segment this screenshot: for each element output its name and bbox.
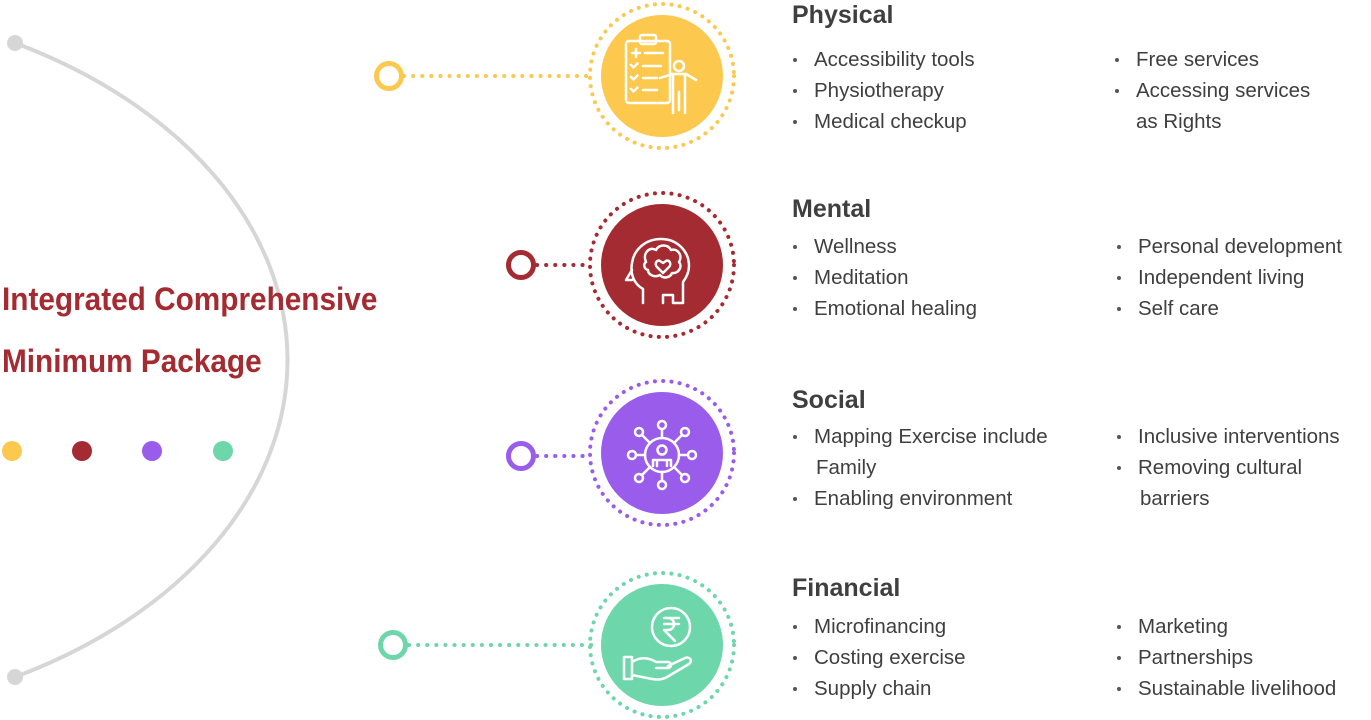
list-item: Personal development xyxy=(1116,231,1342,262)
section-title-financial: Financial xyxy=(792,574,901,602)
list-social-right: Inclusive interventions Removing cultura… xyxy=(1116,421,1340,514)
arc-end-bottom xyxy=(7,669,23,685)
list-item: Wellness xyxy=(792,231,977,262)
list-item: Sustainable livelihood xyxy=(1116,673,1336,704)
social-network-person-icon xyxy=(626,419,698,491)
list-item: Free services xyxy=(1114,44,1310,75)
list-item: Partnerships xyxy=(1116,642,1336,673)
section-mental: Mental Wellness Meditation Emotional hea… xyxy=(792,194,1371,320)
section-title-physical: Physical xyxy=(792,1,894,29)
dotted-ring-physical xyxy=(588,2,736,150)
list-item: Costing exercise xyxy=(792,642,966,673)
list-item: Medical checkup xyxy=(792,106,975,137)
legend-dot-mental xyxy=(72,441,92,461)
section-title-mental: Mental xyxy=(792,195,872,223)
list-financial-right: Marketing Partnerships Sustainable livel… xyxy=(1116,611,1336,704)
main-title: Integrated Comprehensive Minimum Package xyxy=(2,268,377,392)
head-brain-heart-icon xyxy=(624,237,691,305)
list-item: Accessing services xyxy=(1114,75,1310,106)
section-financial: Financial Microfinancing Costing exercis… xyxy=(792,573,1371,700)
list-item: Removing cultural xyxy=(1116,452,1340,483)
node-social xyxy=(506,441,536,471)
dotted-ring-mental xyxy=(588,191,736,339)
badge-social xyxy=(601,392,723,514)
list-item: Microfinancing xyxy=(792,611,966,642)
list-item: Emotional healing xyxy=(792,293,977,324)
dotted-ring-social xyxy=(588,379,736,527)
legend-dot-social xyxy=(142,441,162,461)
badge-physical xyxy=(601,15,723,137)
list-mental-left: Wellness Meditation Emotional healing xyxy=(792,231,977,324)
main-title-line2: Minimum Package xyxy=(2,343,262,379)
list-mental-right: Personal development Independent living … xyxy=(1116,231,1342,324)
list-item: as Rights xyxy=(1136,110,1222,133)
section-physical: Physical Accessibility tools Physiothera… xyxy=(792,0,1371,133)
list-item: Independent living xyxy=(1116,262,1342,293)
node-physical xyxy=(374,61,404,91)
list-item: Physiotherapy xyxy=(792,75,975,106)
node-financial xyxy=(378,630,408,660)
legend-dot-financial xyxy=(213,441,233,461)
arc-end-top xyxy=(7,35,23,51)
dotted-ring-financial xyxy=(588,571,736,719)
section-title-social: Social xyxy=(792,386,866,414)
list-item-continuation: barriers xyxy=(1140,487,1210,510)
badge-mental xyxy=(601,204,723,326)
list-financial-left: Microfinancing Costing exercise Supply c… xyxy=(792,611,966,704)
main-title-line1: Integrated Comprehensive xyxy=(2,281,378,317)
list-item: Inclusive interventions xyxy=(1116,421,1340,452)
list-item: Accessibility tools xyxy=(792,44,975,75)
list-item: Marketing xyxy=(1116,611,1336,642)
node-mental xyxy=(506,250,536,280)
list-item: Enabling environment xyxy=(792,483,1048,514)
list-social-left: Mapping Exercise include Family Enabling… xyxy=(792,421,1048,514)
list-item: Meditation xyxy=(792,262,977,293)
section-social: Social Mapping Exercise include Family E… xyxy=(792,385,1371,510)
list-item: Self care xyxy=(1116,293,1342,324)
legend-dot-physical xyxy=(2,441,22,461)
list-item: Supply chain xyxy=(792,673,966,704)
list-physical-left: Accessibility tools Physiotherapy Medica… xyxy=(792,44,975,137)
list-physical-right: Free services Accessing services as Righ… xyxy=(1114,44,1310,137)
main-arc xyxy=(14,41,290,679)
rupee-hand-icon xyxy=(622,606,693,681)
list-item: Mapping Exercise include xyxy=(792,421,1048,452)
list-item-continuation: Family xyxy=(816,456,877,479)
clipboard-person-icon xyxy=(624,33,698,115)
